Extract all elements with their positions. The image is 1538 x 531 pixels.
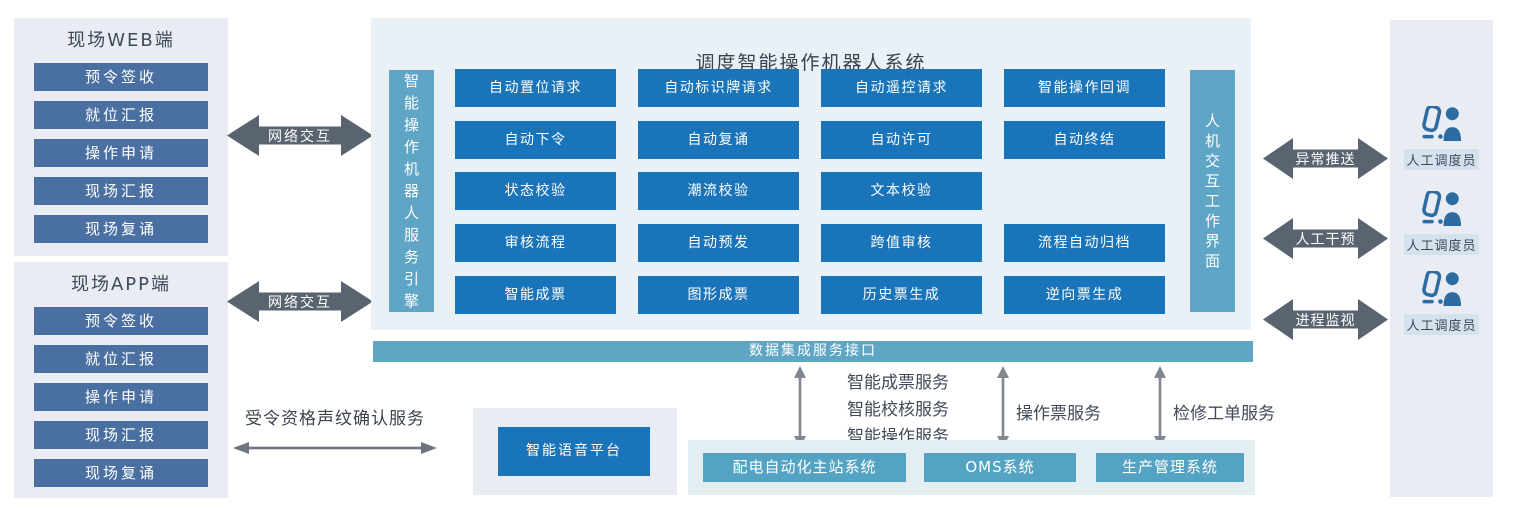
vertical-double-arrow-icon [794, 366, 806, 448]
field-web-panel-title: 现场WEB端 [67, 30, 175, 51]
horizontal-double-arrow-icon [233, 442, 437, 454]
app-item-operation-request: 操作申请 [34, 383, 208, 411]
web-item-site-report: 现场汇报 [34, 177, 208, 205]
hmi-workspace-bar: 人机交互工作界面 [1190, 70, 1235, 312]
module-graphic-ticket: 图形成票 [638, 276, 799, 314]
service-link-arrow-2 [996, 366, 1010, 448]
module-auto-repeat: 自动复诵 [638, 121, 799, 159]
module-review-flow: 审核流程 [455, 224, 616, 262]
exception-push-arrow: 异常推送 [1263, 136, 1388, 181]
service-engine-bar: 智能操作机器人服务引擎 [389, 70, 434, 312]
app-item-site-repeat: 现场复诵 [34, 459, 208, 487]
data-integration-service-bar: 数据集成服务接口 [373, 341, 1253, 362]
manual-intervention-label: 人工干预 [1295, 231, 1356, 248]
app-item-site-report: 现场汇报 [34, 421, 208, 449]
module-state-check: 状态校验 [455, 172, 616, 210]
dispatcher-panel: 人工调度员 人工调度员 [1390, 20, 1493, 497]
service-label-smart-check: 智能校核服务 [847, 400, 949, 420]
network-arrow-label: 网络交互 [268, 294, 332, 311]
service-label-smart-ticket: 智能成票服务 [847, 373, 949, 393]
module-auto-set-request: 自动置位请求 [455, 69, 616, 107]
exception-push-label: 异常推送 [1295, 151, 1356, 168]
double-arrow-icon [227, 281, 373, 322]
web-item-in-place-report: 就位汇报 [34, 101, 208, 129]
web-item-site-repeat: 现场复诵 [34, 215, 208, 243]
person-at-workstation-icon [1418, 189, 1466, 230]
field-web-panel: 现场WEB端 预令签收 就位汇报 操作申请 现场汇报 现场复诵 [14, 18, 228, 256]
dispatch-robot-system-panel: 调度智能操作机器人系统 智能操作机器人服务引擎 人机交互工作界面 自动置位请求 … [371, 18, 1251, 330]
person-at-workstation-icon [1418, 104, 1466, 145]
double-arrow-icon [1263, 138, 1388, 179]
module-auto-terminate: 自动终结 [1004, 121, 1165, 159]
dispatcher-label: 人工调度员 [1404, 149, 1479, 170]
module-auto-order: 自动下令 [455, 121, 616, 159]
process-monitor-label: 进程监视 [1295, 312, 1356, 329]
network-arrow-label: 网络交互 [268, 128, 332, 145]
module-auto-permit: 自动许可 [821, 121, 982, 159]
module-auto-remote-request: 自动遥控请求 [821, 69, 982, 107]
double-arrow-icon [227, 115, 373, 156]
app-item-sign-receipt: 预令签收 [34, 307, 208, 335]
web-item-operation-request: 操作申请 [34, 139, 208, 167]
service-label-operation-ticket: 操作票服务 [1016, 404, 1101, 424]
smart-voice-platform-box: 智能语音平台 [498, 427, 650, 476]
dispatcher-2: 人工调度员 [1390, 189, 1493, 255]
service-label-maintenance-order: 检修工单服务 [1173, 404, 1275, 424]
module-text-check: 文本校验 [821, 172, 982, 210]
module-smart-operation-callback: 智能操作回调 [1004, 69, 1165, 107]
module-cross-shift-review: 跨值审核 [821, 224, 982, 262]
system-title: 调度智能操作机器人系统 [695, 52, 927, 74]
person-at-workstation-icon [1418, 269, 1466, 310]
service-link-arrow-1 [793, 366, 807, 448]
field-app-panel-title: 现场APP端 [70, 274, 172, 295]
module-auto-tag-request: 自动标识牌请求 [638, 69, 799, 107]
voice-platform-panel: 智能语音平台 [473, 408, 677, 495]
system-oms: OMS系统 [924, 453, 1076, 482]
manual-intervention-arrow: 人工干预 [1263, 216, 1388, 261]
dispatcher-3: 人工调度员 [1390, 269, 1493, 335]
service-labels-group: 智能成票服务 智能校核服务 智能操作服务 [847, 370, 949, 451]
voiceprint-confirm-service-label: 受令资格声纹确认服务 [245, 409, 425, 429]
dispatcher-1: 人工调度员 [1390, 104, 1493, 170]
dispatcher-label: 人工调度员 [1404, 234, 1479, 255]
module-history-ticket: 历史票生成 [821, 276, 982, 314]
network-interaction-arrow-web: 网络交互 [227, 113, 373, 158]
double-arrow-icon [1263, 218, 1388, 259]
module-auto-archive: 流程自动归档 [1004, 224, 1165, 262]
app-item-in-place-report: 就位汇报 [34, 345, 208, 373]
system-production-management: 生产管理系统 [1096, 453, 1244, 482]
web-item-sign-receipt: 预令签收 [34, 63, 208, 91]
voiceprint-link-arrow [233, 440, 437, 454]
service-link-arrow-3 [1153, 366, 1167, 448]
field-app-panel: 现场APP端 预令签收 就位汇报 操作申请 现场汇报 现场复诵 [14, 262, 228, 498]
double-arrow-icon [1263, 299, 1388, 340]
network-interaction-arrow-app: 网络交互 [227, 279, 373, 324]
module-auto-preissue: 自动预发 [638, 224, 799, 262]
vertical-double-arrow-icon [1154, 366, 1166, 448]
module-power-flow-check: 潮流校验 [638, 172, 799, 210]
vertical-double-arrow-icon [997, 366, 1009, 448]
external-systems-panel: 配电自动化主站系统 OMS系统 生产管理系统 [688, 440, 1255, 495]
module-smart-ticket: 智能成票 [455, 276, 616, 314]
dispatcher-label: 人工调度员 [1404, 314, 1479, 335]
module-reverse-ticket: 逆向票生成 [1004, 276, 1165, 314]
process-monitor-arrow: 进程监视 [1263, 297, 1388, 342]
system-distribution-automation: 配电自动化主站系统 [703, 453, 906, 482]
